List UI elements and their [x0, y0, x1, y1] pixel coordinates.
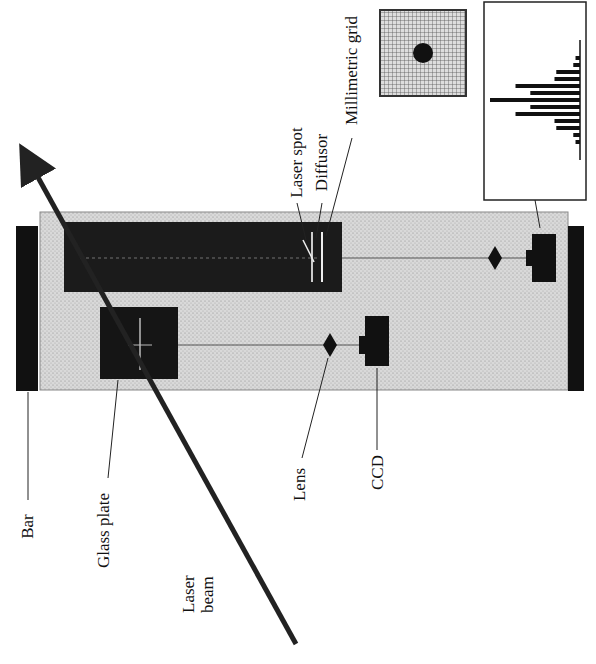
fringe-bar — [556, 126, 580, 130]
part-label: Millimetric grid — [342, 14, 361, 125]
fringe-bar — [554, 119, 580, 123]
part-label: Laser beam — [179, 562, 217, 614]
laser-beam — [24, 152, 296, 644]
part-label: Glass plate — [94, 491, 113, 568]
fringe-bar — [530, 91, 580, 95]
millimetric-grid — [321, 232, 323, 282]
laser-spot — [303, 240, 314, 262]
fringe-plot — [484, 2, 586, 200]
ccd — [365, 316, 389, 366]
fringe-bar — [516, 84, 580, 88]
part-label: CCD — [368, 454, 387, 491]
fringe-bar — [556, 70, 580, 74]
tube — [64, 222, 342, 292]
fringe-bar — [490, 98, 580, 102]
bar — [568, 226, 584, 391]
part-label: Diffusor — [312, 132, 331, 191]
bar — [16, 226, 38, 391]
lens — [488, 246, 502, 270]
base-panel — [40, 212, 568, 390]
fringe-bar — [554, 77, 580, 81]
part-label: Bar — [17, 513, 36, 540]
part-label: Lens — [290, 466, 309, 501]
ccd — [532, 234, 556, 282]
fringe-bar — [516, 112, 580, 116]
lens — [323, 333, 337, 357]
part-label: Laser spot — [287, 126, 306, 198]
glass-plate — [100, 307, 178, 379]
fringe-bar — [530, 105, 580, 109]
fringe-bar — [573, 133, 580, 137]
fringe-bar — [573, 63, 580, 67]
grid-image — [380, 10, 466, 96]
